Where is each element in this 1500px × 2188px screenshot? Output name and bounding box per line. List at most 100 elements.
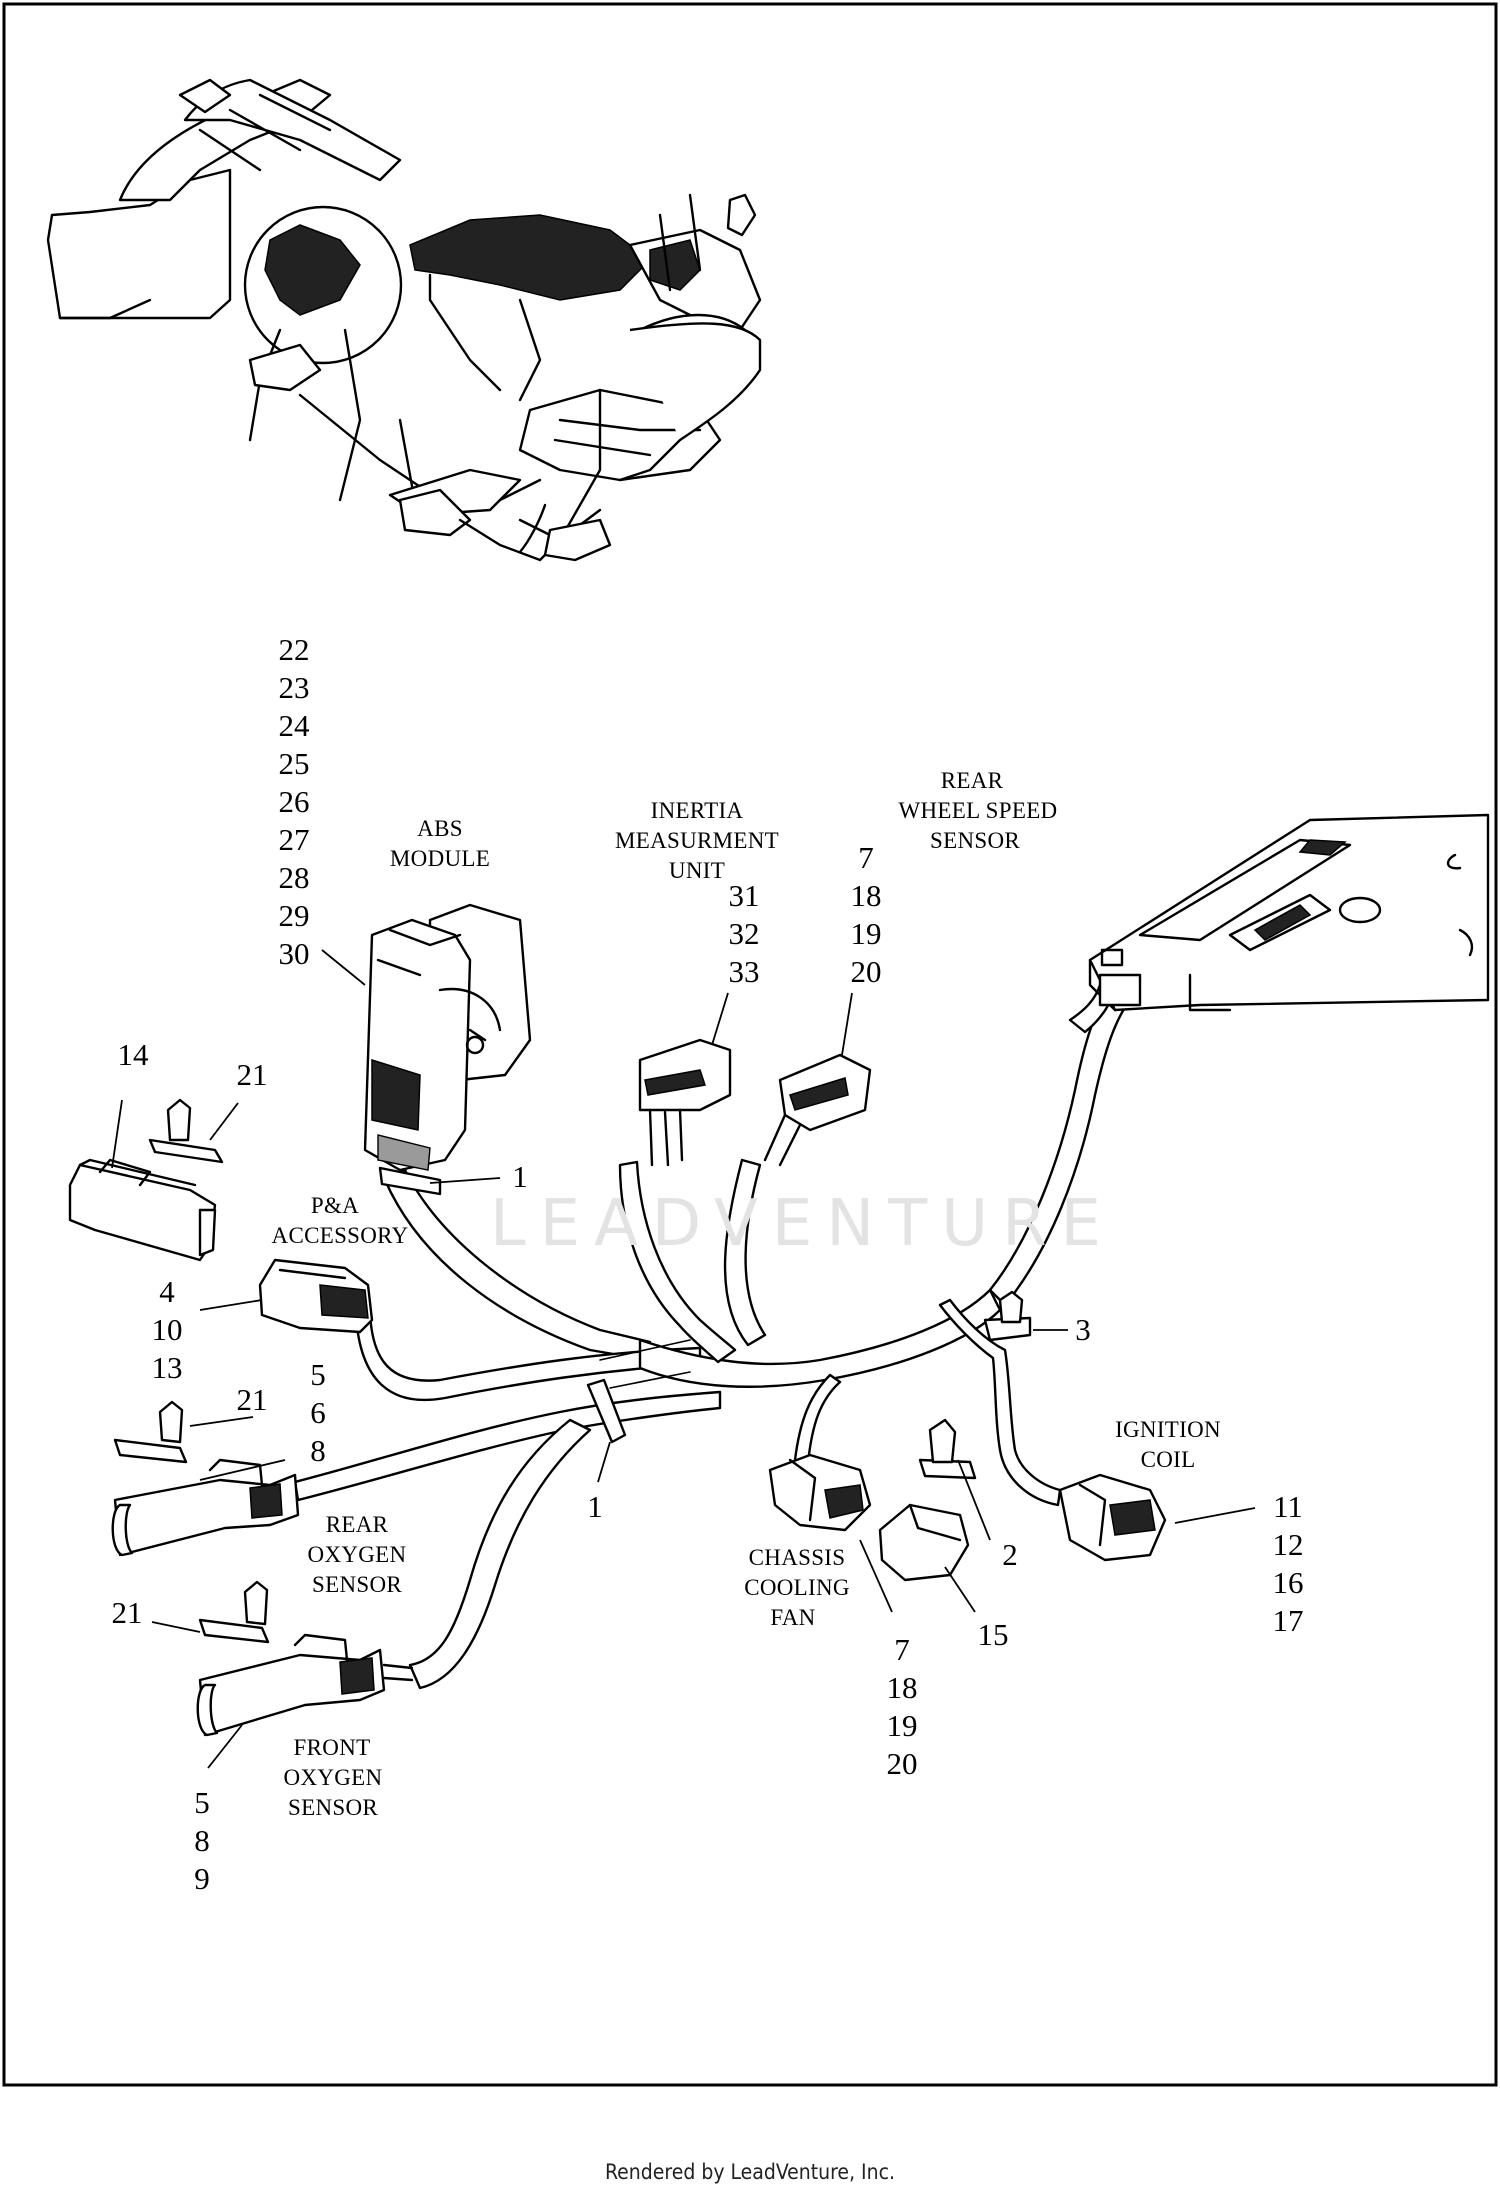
callout-clip-3: 3 xyxy=(1075,1312,1091,1347)
svg-text:COOLING: COOLING xyxy=(744,1575,850,1600)
callout-number: 24 xyxy=(279,708,311,743)
ignition-coil-connector xyxy=(1058,1473,1167,1562)
svg-text:FAN: FAN xyxy=(770,1605,815,1630)
svg-text:ACCESSORY: ACCESSORY xyxy=(272,1223,409,1248)
harness-trunk-to-rear-o2 xyxy=(293,1390,722,1502)
callout-clip-21-mid: 21 xyxy=(237,1382,268,1417)
harness-to-imu xyxy=(618,1160,737,1364)
callout-strap-1-abs: 1 xyxy=(512,1159,528,1194)
rear-wheel-speed-sensor-connector xyxy=(763,1053,872,1167)
svg-text:FRONT: FRONT xyxy=(294,1735,371,1760)
callout-number: 33 xyxy=(729,954,760,989)
callout-number: 22 xyxy=(279,632,310,667)
harness-trunk-to-front-o2 xyxy=(408,1418,592,1690)
svg-text:WHEEL SPEED: WHEEL SPEED xyxy=(899,798,1058,823)
callout-number: 11 xyxy=(1273,1489,1303,1524)
callout-number: 17 xyxy=(1273,1603,1304,1638)
callout-number: 7 xyxy=(894,1632,910,1667)
svg-text:P&A: P&A xyxy=(311,1193,359,1218)
label-abs-module: ABS MODULE xyxy=(390,816,490,871)
callout-pa-pins: 568 xyxy=(310,1357,326,1468)
harness-to-rear-wheel-speed xyxy=(723,1158,767,1347)
clip-2 xyxy=(918,1418,977,1480)
chassis-cooling-fan-connector xyxy=(768,1453,872,1532)
callout-number: 30 xyxy=(279,936,310,971)
clip-21-low xyxy=(198,1580,270,1644)
render-credit-footer: Rendered by LeadVenture, Inc. xyxy=(605,2160,895,2184)
svg-text:ABS: ABS xyxy=(417,816,463,841)
clip-21-top xyxy=(148,1098,224,1164)
callout-front-oxygen: 589 xyxy=(194,1785,210,1896)
callout-number: 6 xyxy=(310,1395,326,1430)
callout-strap-1-main: 1 xyxy=(587,1489,603,1524)
callout-number: 14 xyxy=(118,1037,150,1072)
label-chassis-cooling-fan: CHASSIS COOLING FAN xyxy=(744,1545,850,1630)
pa-accessory-connector xyxy=(258,1258,374,1334)
callout-clip-21-low: 21 xyxy=(112,1595,143,1630)
svg-text:SENSOR: SENSOR xyxy=(312,1572,402,1597)
callout-number: 8 xyxy=(194,1823,210,1858)
callout-number: 28 xyxy=(279,860,310,895)
frame-overview-illustration xyxy=(46,78,762,562)
svg-text:IGNITION: IGNITION xyxy=(1115,1417,1221,1442)
callout-connector-15: 15 xyxy=(978,1617,1009,1652)
callout-number: 19 xyxy=(887,1708,918,1743)
callout-connector-14: 14 xyxy=(118,1037,150,1072)
callout-number: 9 xyxy=(194,1861,210,1896)
callout-number: 18 xyxy=(851,878,882,913)
label-rear-oxygen-sensor: REAR OXYGEN SENSOR xyxy=(308,1512,407,1597)
svg-text:OXYGEN: OXYGEN xyxy=(284,1765,383,1790)
inertia-measurement-unit-connector xyxy=(638,1038,732,1167)
abs-module xyxy=(363,903,532,1196)
callout-clip-2: 2 xyxy=(1002,1537,1018,1572)
rear-oxygen-sensor-connector xyxy=(111,1458,300,1557)
callout-number: 20 xyxy=(887,1746,918,1781)
label-pa-accessory: P&A ACCESSORY xyxy=(272,1193,409,1248)
svg-text:UNIT: UNIT xyxy=(669,858,725,883)
connector-15 xyxy=(878,1503,970,1582)
front-oxygen-sensor-connector xyxy=(196,1633,414,1737)
callout-number: 7 xyxy=(858,840,874,875)
leader-lines xyxy=(111,949,1256,1769)
label-rear-wheel-speed-sensor: REAR WHEEL SPEED SENSOR xyxy=(899,768,1058,853)
callout-number: 5 xyxy=(310,1357,326,1392)
harness-strap-1 xyxy=(586,1378,627,1444)
callout-number: 2 xyxy=(1002,1537,1018,1572)
clip-3 xyxy=(983,1290,1032,1342)
callout-number: 8 xyxy=(310,1433,326,1468)
svg-text:MEASURMENT: MEASURMENT xyxy=(615,828,779,853)
callout-number: 21 xyxy=(237,1382,268,1417)
callout-number: 12 xyxy=(1273,1527,1304,1562)
svg-text:REAR: REAR xyxy=(326,1512,389,1537)
callout-number: 13 xyxy=(152,1350,183,1385)
callout-number: 21 xyxy=(237,1057,268,1092)
harness-to-ignition-coil xyxy=(938,1298,1062,1507)
callout-number: 27 xyxy=(279,822,310,857)
svg-text:COIL: COIL xyxy=(1141,1447,1196,1472)
svg-text:SENSOR: SENSOR xyxy=(288,1795,378,1820)
callout-number: 18 xyxy=(887,1670,918,1705)
harness-to-cooling-fan xyxy=(793,1373,842,1465)
svg-text:REAR: REAR xyxy=(941,768,1004,793)
callout-number: 15 xyxy=(978,1617,1009,1652)
callout-number: 20 xyxy=(851,954,882,989)
clip-21-mid xyxy=(113,1400,188,1464)
callout-number: 25 xyxy=(279,746,310,781)
callout-clip-21-top: 21 xyxy=(237,1057,268,1092)
watermark: LEADVENTURE xyxy=(490,1187,1115,1261)
callout-number: 31 xyxy=(729,878,760,913)
callout-number: 19 xyxy=(851,916,882,951)
callout-number: 16 xyxy=(1273,1565,1304,1600)
frame-rail xyxy=(1088,813,1490,1012)
svg-text:CHASSIS: CHASSIS xyxy=(749,1545,846,1570)
callout-number: 1 xyxy=(512,1159,528,1194)
callout-number: 1 xyxy=(587,1489,603,1524)
callout-number: 5 xyxy=(194,1785,210,1820)
